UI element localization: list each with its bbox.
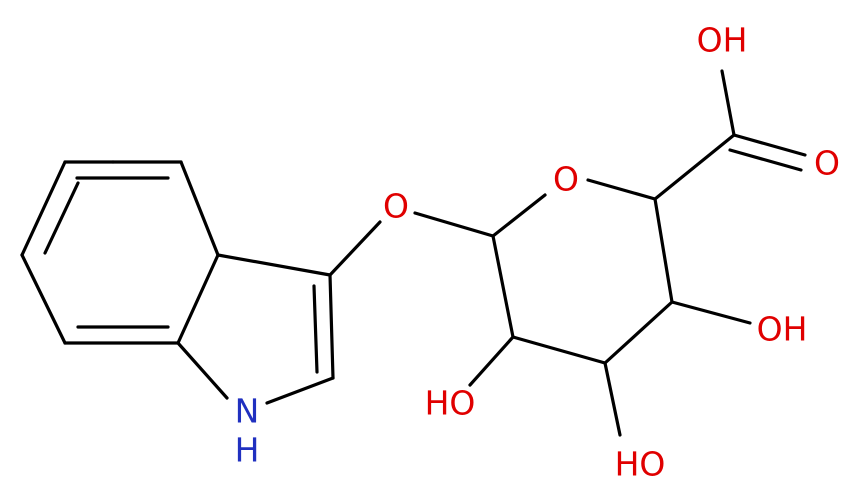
bond (653, 197, 674, 304)
bond (413, 211, 495, 238)
ring-oxygen-label: O (553, 160, 579, 199)
bond (176, 253, 220, 345)
bond (511, 335, 607, 365)
bond (468, 335, 515, 387)
bond (670, 300, 752, 325)
indole-hydrogen-label: H (235, 431, 260, 470)
bond (586, 178, 657, 201)
ether-oxygen-label: O (383, 187, 409, 226)
bond (312, 284, 319, 374)
bond (653, 133, 736, 201)
bond (176, 341, 229, 400)
bond (328, 273, 335, 380)
bond (732, 133, 807, 157)
bond (20, 253, 67, 345)
bond (603, 361, 622, 437)
bond (265, 376, 335, 405)
bond (720, 69, 736, 137)
bond (603, 300, 674, 365)
carboxyl-oh-label: OH (697, 21, 748, 60)
bond (728, 148, 803, 172)
hydroxyl-c3-label: OH (757, 310, 808, 349)
bond (179, 160, 220, 257)
bond (43, 181, 80, 255)
bond (491, 234, 515, 339)
hydroxyl-c2-label: HO (615, 445, 666, 484)
carbonyl-oxygen-label: O (814, 144, 840, 183)
bond (20, 160, 67, 257)
hydroxyl-c1-label: HO (425, 384, 476, 423)
bond (328, 220, 382, 277)
bond (491, 193, 547, 238)
bond (216, 253, 332, 277)
indole-nitrogen-label: N (235, 392, 260, 431)
